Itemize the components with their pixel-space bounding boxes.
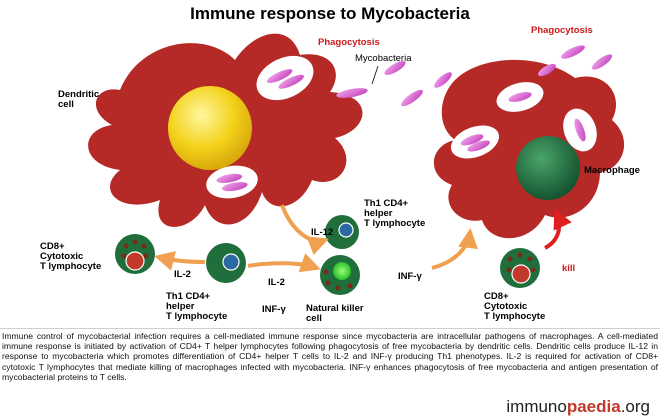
- th1-cell-left: [206, 243, 246, 283]
- th1-right-label: Th1 CD4+ helper T lymphocyte: [364, 198, 426, 229]
- natural-killer-cell: [320, 255, 360, 295]
- il2-arrow-to-nk: [247, 253, 321, 273]
- il12-arrow: [280, 204, 329, 256]
- dendritic-vacuole: [206, 165, 258, 199]
- cd8-cell-left: [115, 234, 155, 274]
- phagocytosis-left-label: Phagocytosis: [318, 37, 380, 48]
- phagocytosis-right-label: Phagocytosis: [531, 25, 593, 36]
- dendritic-cell-label: Dendritic cell: [58, 89, 100, 110]
- il2-left-label: IL-2: [174, 269, 191, 280]
- macrophage-vacuole: [563, 108, 597, 152]
- logo-prefix: immuno: [506, 397, 567, 416]
- cd8-left-label: CD8+ Cytotoxic T lymphocyte: [40, 241, 102, 272]
- il2-mid-label: IL-2: [268, 277, 285, 288]
- nk-cell-label: Natural killer cell: [306, 303, 364, 324]
- macrophage-vacuole: [496, 82, 544, 112]
- mycobacteria-pointer: [371, 65, 379, 85]
- inf-arrow-to-macrophage: [431, 228, 478, 270]
- logo-suffix: .org: [620, 397, 650, 416]
- logo-accent: paedia: [566, 397, 621, 416]
- th1-left-label: Th1 CD4+ helper T lymphocyte: [166, 291, 228, 322]
- inf-left-label: INF-γ: [262, 304, 286, 315]
- dendritic-vacuole: [256, 55, 314, 101]
- macrophage-label: Macrophage: [584, 165, 640, 176]
- kill-label: kill: [562, 263, 576, 274]
- macrophage-nucleus: [516, 136, 580, 200]
- il12-label: IL-12: [311, 227, 334, 238]
- dendritic-nucleus: [168, 86, 252, 170]
- page-title: Immune response to Mycobacteria: [190, 4, 470, 23]
- divider: [0, 328, 660, 329]
- cd8-cell-right: [500, 248, 540, 288]
- mycobacteria-label: Mycobacteria: [355, 53, 412, 64]
- description-text: Immune control of mycobacterial infectio…: [2, 331, 658, 382]
- cd8-right-label: CD8+ Cytotoxic T lymphocyte: [484, 291, 546, 322]
- immunopaedia-logo[interactable]: immunopaedia.org: [506, 397, 650, 417]
- inf-right-label: INF-γ: [398, 271, 422, 282]
- il2-arrow-to-cd8: [154, 251, 206, 271]
- diagram-canvas: [88, 33, 625, 295]
- th1-cell-right: [325, 215, 359, 249]
- free-mycobacteria: [336, 45, 613, 107]
- macrophage-vacuole: [450, 125, 500, 159]
- kill-arrow: [543, 208, 572, 250]
